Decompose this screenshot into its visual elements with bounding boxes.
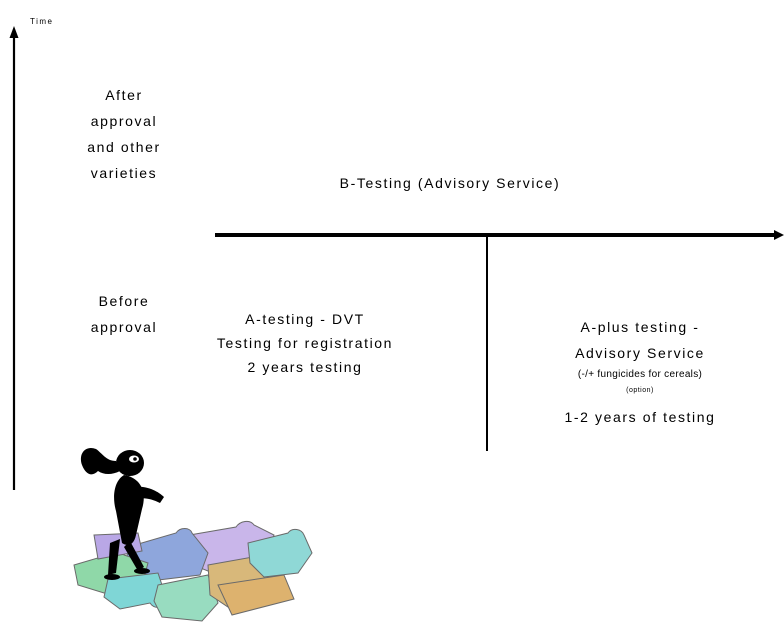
- before-line-1: Before: [98, 293, 150, 309]
- a-plus-title: A-plus testing -: [580, 319, 700, 335]
- a-plus-block: A-plus testing - Advisory Service (-/+ f…: [520, 314, 760, 430]
- after-line-4: varieties: [90, 165, 158, 181]
- a-testing-title: A-testing - DVT: [245, 311, 365, 327]
- after-line-2: approval: [90, 113, 158, 129]
- a-plus-subtitle: Advisory Service: [575, 345, 705, 361]
- a-plus-duration: 1-2 years of testing: [564, 409, 716, 425]
- a-plus-fungicide-note: (-/+ fungicides for cereals): [577, 369, 703, 380]
- time-axis: [9, 26, 19, 490]
- before-line-2: approval: [90, 319, 158, 335]
- after-line-1: After: [105, 87, 143, 103]
- thinking-person-puzzle-icon: [68, 435, 318, 630]
- b-testing-label: B-Testing (Advisory Service): [339, 175, 561, 191]
- a-testing-duration: 2 years testing: [247, 359, 363, 375]
- a-testing-subtitle: Testing for registration: [216, 335, 394, 351]
- a-testing-block: A-testing - DVT Testing for registration…: [180, 307, 430, 379]
- a-plus-option-note: (option): [626, 387, 654, 394]
- after-approval-label: After approval and other varieties: [72, 82, 176, 186]
- time-axis-label: Time: [30, 17, 54, 26]
- horizontal-divider-arrow: [215, 230, 784, 240]
- before-approval-label: Before approval: [72, 288, 176, 340]
- after-line-3: and other: [87, 139, 161, 155]
